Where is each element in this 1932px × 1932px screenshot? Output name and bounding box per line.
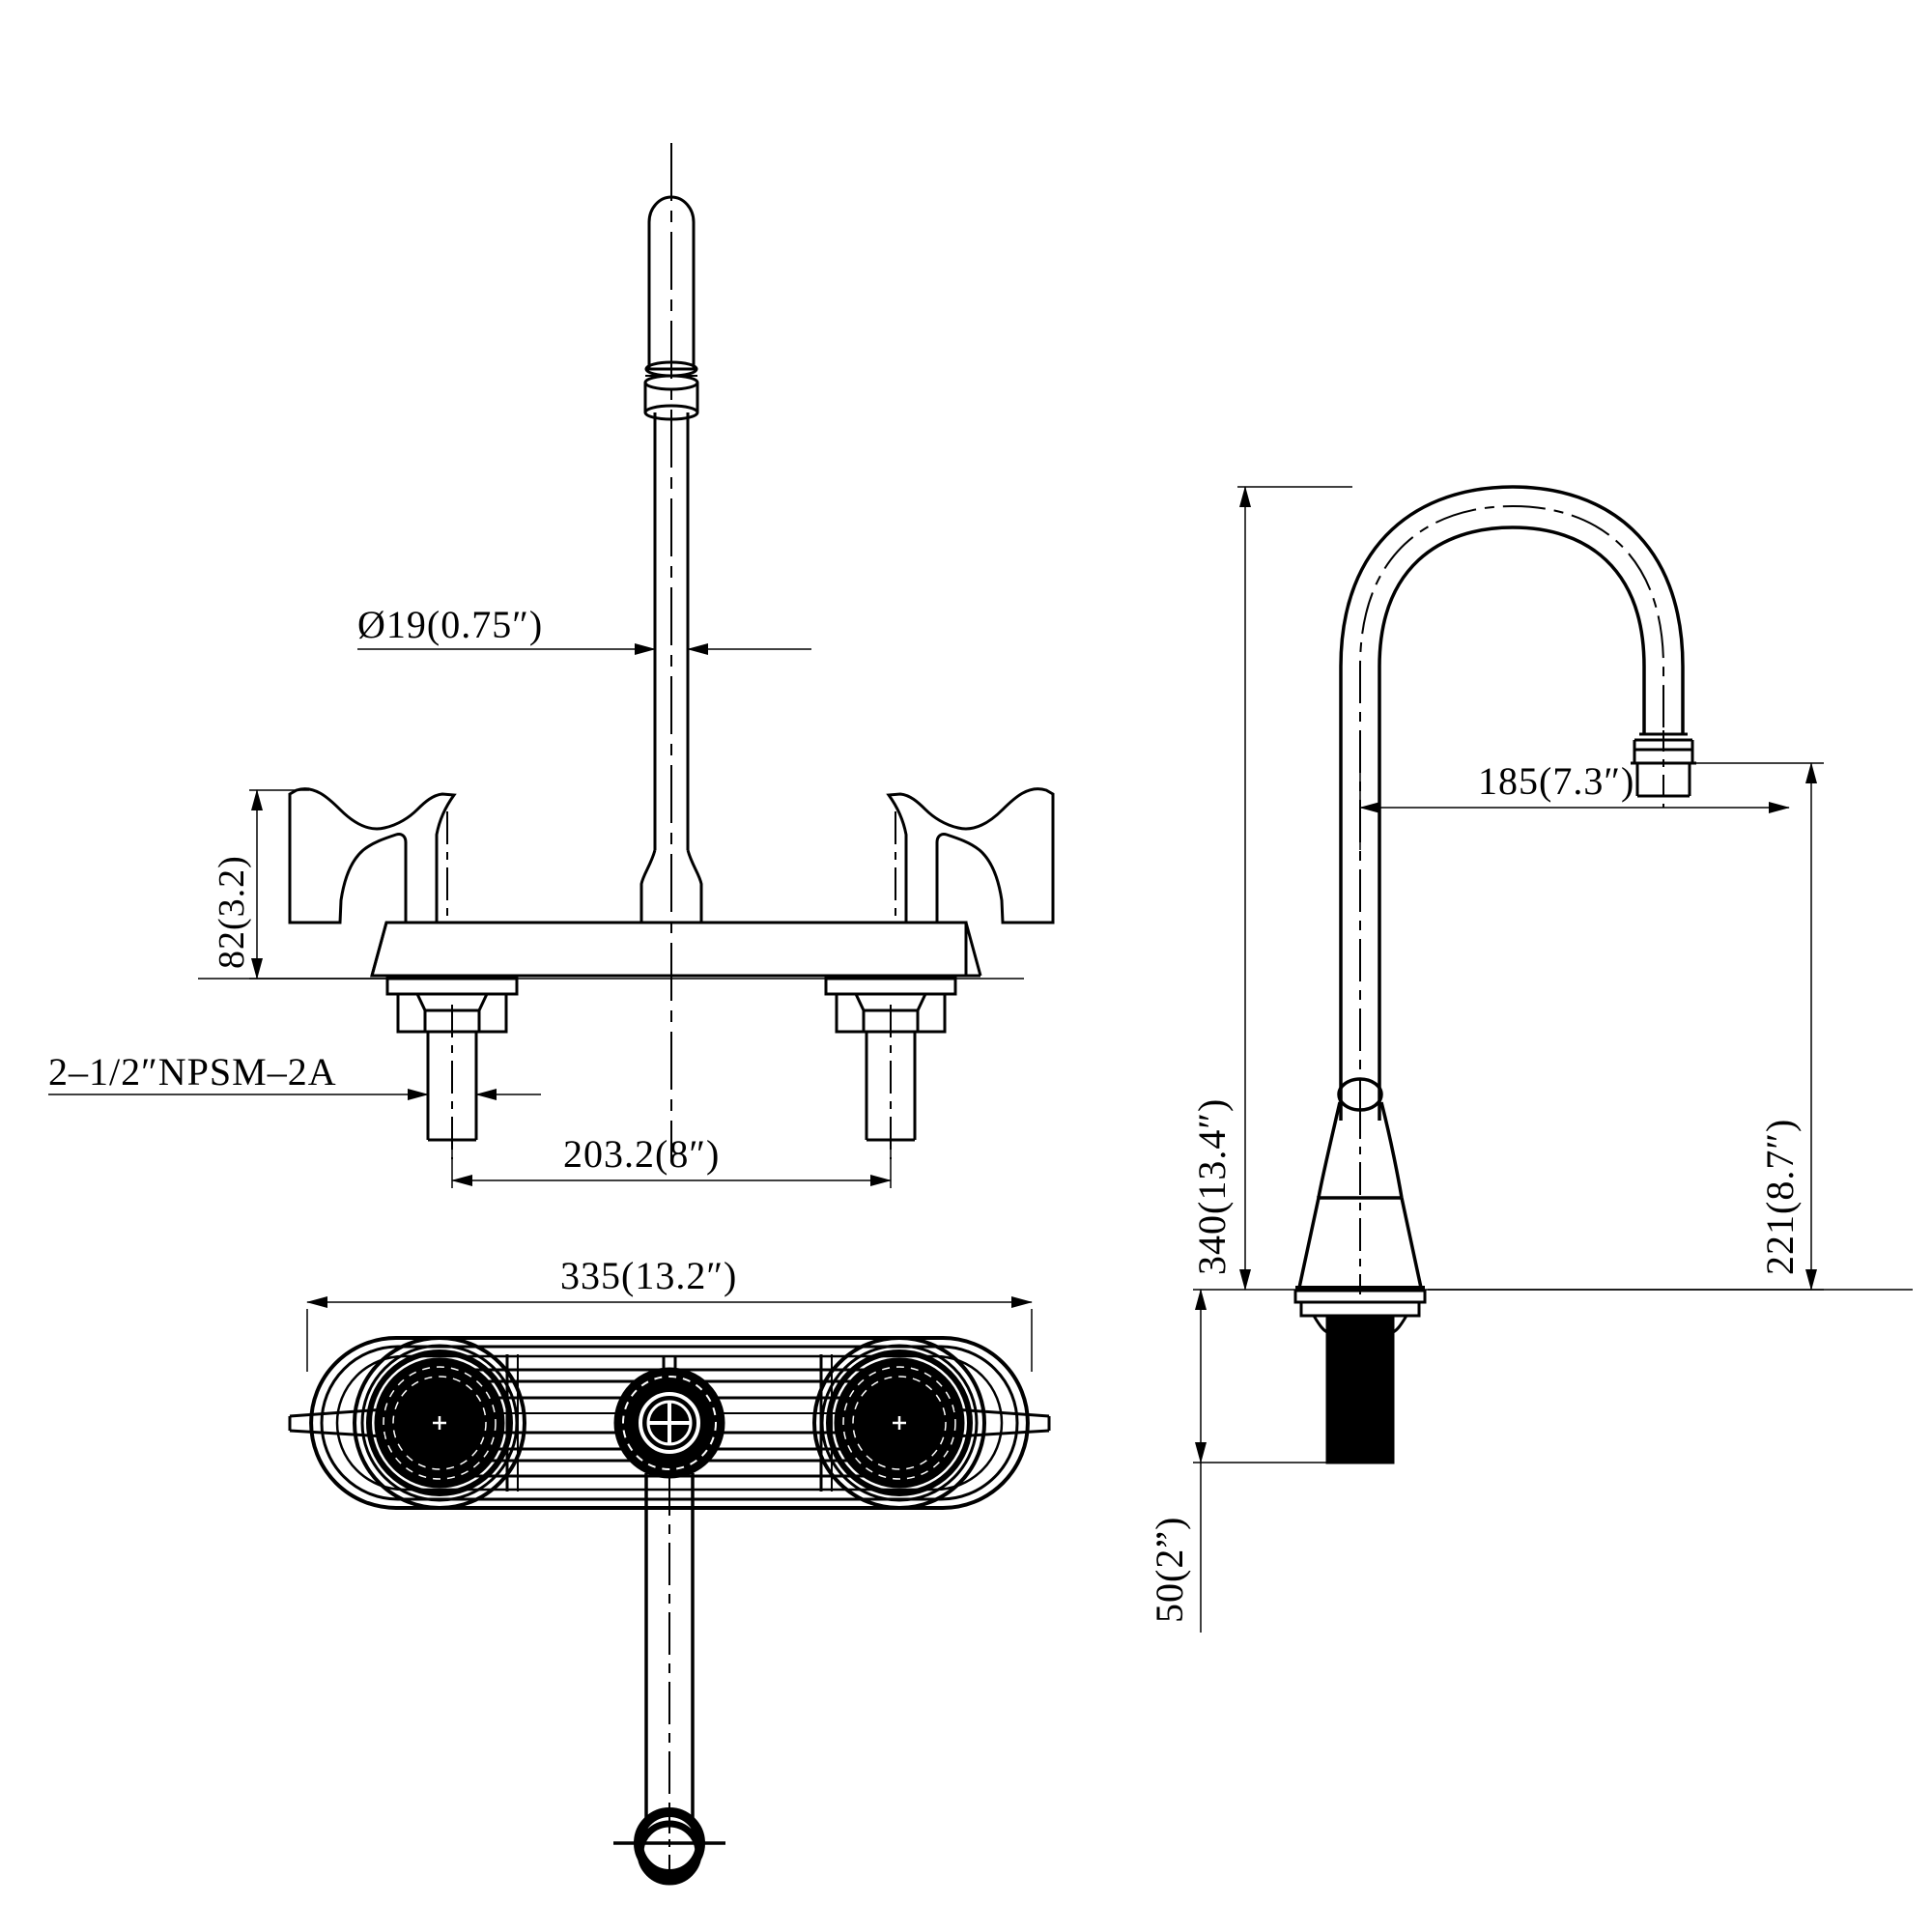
- plan-left-handle: [288, 1336, 526, 1510]
- dim-label-spout-diameter: Ø19(0.75″): [357, 603, 543, 646]
- plan-aerator: [613, 1807, 725, 1886]
- dim-label-handle-height: 82(3.2): [212, 855, 252, 969]
- front-deck-plate: [370, 921, 982, 978]
- dim-overall-height: 340(13.4″): [1190, 486, 1352, 1291]
- dim-label-shank-thread: 2–1/2″NPSM–2A: [48, 1050, 337, 1094]
- dim-shank-thread: 2–1/2″NPSM–2A: [48, 1050, 541, 1140]
- dim-label-deck-plate-length: 335(13.2″): [560, 1254, 737, 1297]
- dim-label-spout-reach: 185(7.3″): [1478, 759, 1634, 803]
- front-right-handle: [886, 787, 1055, 924]
- dim-handle-height: 82(3.2): [212, 789, 406, 980]
- dim-center-to-center: 203.2(8″): [451, 1132, 892, 1188]
- plan-right-handle: [812, 1336, 1051, 1510]
- side-spout-base: [1293, 1077, 1427, 1464]
- dim-label-center-to-center: 203.2(8″): [563, 1132, 720, 1176]
- front-left-handle: [288, 787, 457, 924]
- dim-label-shank-length: 50(2”): [1148, 1517, 1191, 1623]
- dim-spout-height: 221(8.7″): [1428, 762, 1824, 1291]
- dim-label-spout-height: 221(8.7″): [1758, 1119, 1802, 1275]
- plan-spout-tube: [644, 1473, 695, 1833]
- front-right-shank: [824, 977, 957, 1159]
- front-left-shank: [385, 977, 519, 1159]
- plan-spout-hub: [613, 1356, 725, 1479]
- plan-view: 335(13.2″): [288, 1254, 1051, 1886]
- side-aerator: [1631, 730, 1696, 808]
- dim-spout-diameter: Ø19(0.75″): [357, 412, 811, 655]
- front-elevation-view: Ø19(0.75″) 82(3.2) 2–1/2″NPSM–2A: [48, 143, 1055, 1188]
- side-elevation-view: 340(13.4″) 185(7.3″) 221(8.7″) 50(2”): [1148, 485, 1913, 1633]
- dim-label-overall-height: 340(13.4″): [1190, 1098, 1234, 1275]
- dim-spout-reach: 185(7.3″): [1359, 734, 1790, 850]
- dim-shank-length: 50(2”): [1148, 1289, 1327, 1633]
- side-gooseneck-spout: [1339, 485, 1685, 1121]
- dim-deck-plate-length: 335(13.2″): [306, 1254, 1033, 1372]
